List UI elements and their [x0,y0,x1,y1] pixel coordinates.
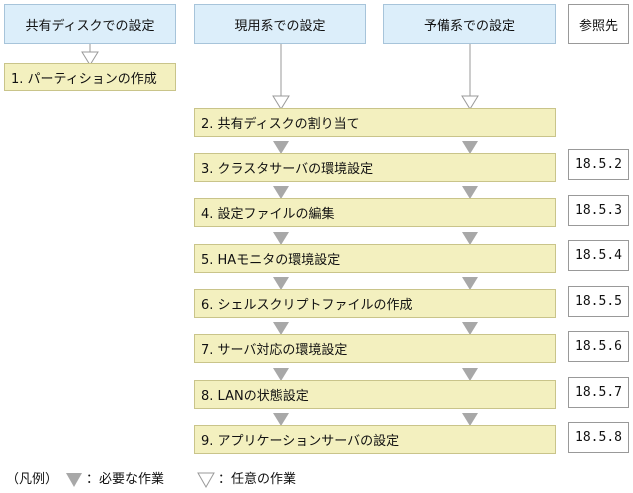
required-arrow [462,277,478,290]
required-arrow [273,277,289,290]
header-reference: 参照先 [568,4,629,44]
header-active: 現用系での設定 [194,4,366,44]
step-2: 2. 共有ディスクの割り当て [194,108,556,137]
step-5: 5. HAモニタの環境設定 [194,244,556,273]
legend-required-label: ：必要な作業 [86,472,165,487]
required-arrow [462,232,478,245]
step-partition: 1. パーティションの作成 [4,63,176,91]
ref-step-4: 18.5.3 [568,195,629,226]
step-9: 9. アプリケーションサーバの設定 [194,425,556,454]
step-4: 4. 設定ファイルの編集 [194,198,556,227]
ref-step-9: 18.5.8 [568,422,629,453]
ref-step-3: 18.5.2 [568,149,629,180]
step-8: 8. LANの状態設定 [194,380,556,409]
required-arrow [273,186,289,199]
legend-optional-arrow [197,472,215,489]
required-arrow [462,141,478,154]
required-arrow [273,413,289,426]
required-arrow [273,232,289,245]
step-7: 7. サーバ対応の環境設定 [194,334,556,363]
required-arrow [462,413,478,426]
required-arrow [273,368,289,381]
legend-prefix: （凡例） [6,472,59,487]
header-standby: 予備系での設定 [383,4,556,44]
header-shared-disk: 共有ディスクでの設定 [4,4,176,44]
optional-arrow [272,95,290,110]
ref-step-6: 18.5.5 [568,286,629,317]
required-arrow [462,368,478,381]
required-arrow [462,186,478,199]
required-arrows [273,141,478,426]
legend-optional-label: ：任意の作業 [218,472,297,487]
step-6: 6. シェルスクリプトファイルの作成 [194,289,556,318]
required-arrow [273,141,289,154]
required-arrow [273,322,289,335]
ref-step-7: 18.5.6 [568,331,629,362]
required-arrow [462,322,478,335]
ref-step-5: 18.5.4 [568,240,629,271]
ref-step-8: 18.5.7 [568,377,629,408]
step-3: 3. クラスタサーバの環境設定 [194,153,556,182]
legend-required-arrow [66,473,82,487]
optional-arrow [81,51,99,66]
optional-arrow [461,95,479,110]
